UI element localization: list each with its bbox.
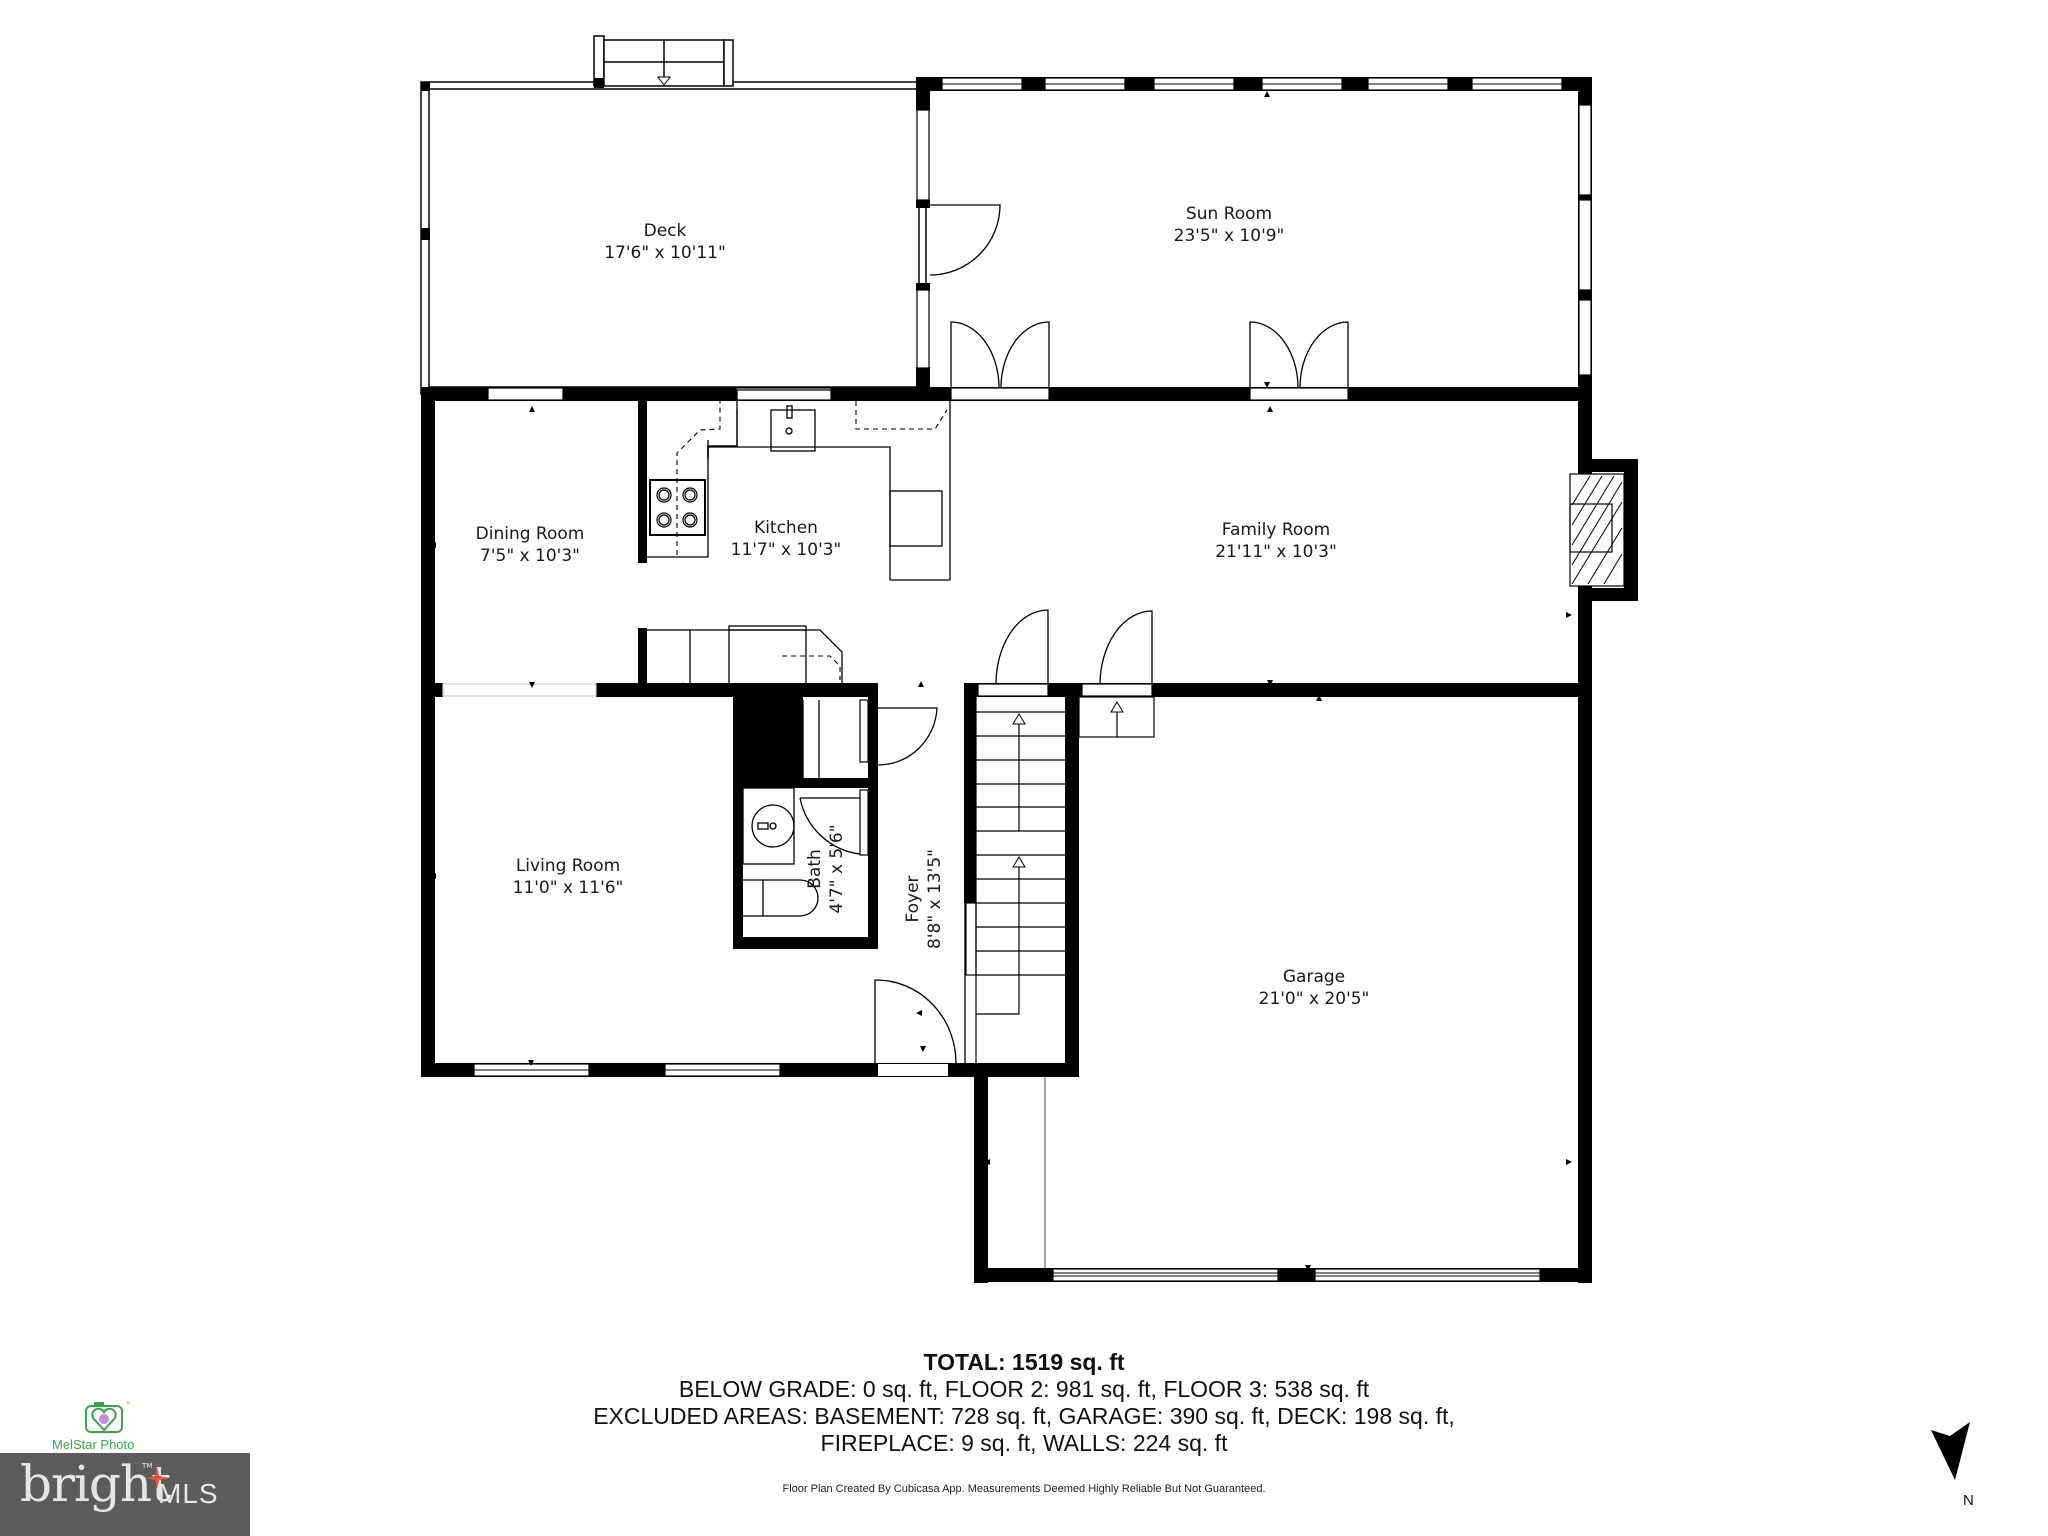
room-name: Sun Room [1185, 204, 1273, 224]
room-dimensions: 21'11" x 10'3" [1215, 542, 1337, 562]
dimension-markers [430, 91, 1572, 1271]
room-label-deck: Deck 17'6" x 10'11" [604, 220, 726, 264]
total-area: TOTAL: 1519 sq. ft [923, 1349, 1125, 1375]
disclaimer: Floor Plan Created By Cubicasa App. Meas… [782, 1483, 1266, 1495]
room-label-family-room: Family Room 21'11" x 10'3" [1215, 519, 1337, 563]
room-label-garage: Garage 21'0" x 20'5" [1259, 966, 1370, 1010]
area-summary: TOTAL: 1519 sq. ft BELOW GRADE: 0 sq. ft… [0, 1348, 2048, 1457]
trademark: TM [142, 1462, 153, 1470]
star-spark-icon [146, 1467, 168, 1489]
sunroom-doors [929, 204, 1349, 389]
stove-burners [656, 487, 698, 528]
room-dimensions: 23'5" x 10'9" [1173, 226, 1285, 246]
stair-arrow-icon [657, 76, 671, 86]
room-dimensions: 8'8" x 13'5" [925, 849, 945, 949]
room-name: Family Room [1221, 520, 1331, 540]
room-label-foyer: Foyer 8'8" x 13'5" [902, 849, 946, 949]
room-label-dining-room: Dining Room 7'5" x 10'3" [476, 523, 585, 567]
room-dimensions: 11'0" x 11'6" [512, 878, 624, 898]
svg-text:✦: ✦ [124, 1399, 132, 1409]
room-name: Dining Room [475, 524, 585, 544]
stair-arrow-icons [1012, 701, 1124, 868]
room-dimensions: 7'5" x 10'3" [480, 546, 580, 566]
bright-wordmark: bright [20, 1455, 171, 1513]
bath-fixtures [742, 700, 861, 917]
excluded-areas-continued: FIREPLACE: 9 sq. ft, WALLS: 224 sq. ft [820, 1430, 1228, 1456]
family-doors [995, 609, 1153, 685]
camera-heart-logo-icon: ✦ [85, 1399, 132, 1433]
room-label-kitchen: Kitchen 11'7" x 10'3" [731, 517, 842, 561]
bright-mls-logo [0, 1453, 250, 1536]
room-name: Bath [805, 849, 825, 889]
closet-door [877, 707, 938, 766]
kitchen-dashed [676, 401, 948, 680]
room-name: Garage [1282, 967, 1346, 987]
room-name: Deck [643, 221, 687, 241]
north-label: N [1963, 1492, 1974, 1509]
room-name: Kitchen [754, 518, 818, 538]
north-arrow-icon [1931, 1422, 1970, 1480]
room-label-living-room: Living Room 11'0" x 11'6" [513, 855, 624, 899]
room-dimensions: 21'0" x 20'5" [1258, 989, 1370, 1009]
window-mullions [474, 83, 1562, 1277]
entry-door [874, 903, 966, 1064]
fireplace-hatch [1571, 475, 1623, 585]
room-name: Living Room [515, 856, 621, 876]
room-name: Foyer [903, 875, 923, 923]
photographer-name: MelStar Photo [52, 1437, 135, 1452]
floor-areas: BELOW GRADE: 0 sq. ft, FLOOR 2: 981 sq. … [678, 1376, 1370, 1402]
excluded-areas: EXCLUDED AREAS: BASEMENT: 728 sq. ft, GA… [593, 1403, 1455, 1429]
room-dimensions: 11'7" x 10'3" [730, 540, 842, 560]
room-label-bath: Bath 4'7" x 5'6" [804, 824, 848, 913]
staircase [965, 696, 1155, 1063]
room-label-sun-room: Sun Room 23'5" x 10'9" [1174, 203, 1285, 247]
mls-wordmark: MLS [158, 1478, 219, 1509]
lower-counter [647, 625, 843, 683]
room-dimensions: 17'6" x 10'11" [604, 243, 726, 263]
room-dimensions: 4'7" x 5'6" [827, 824, 847, 914]
